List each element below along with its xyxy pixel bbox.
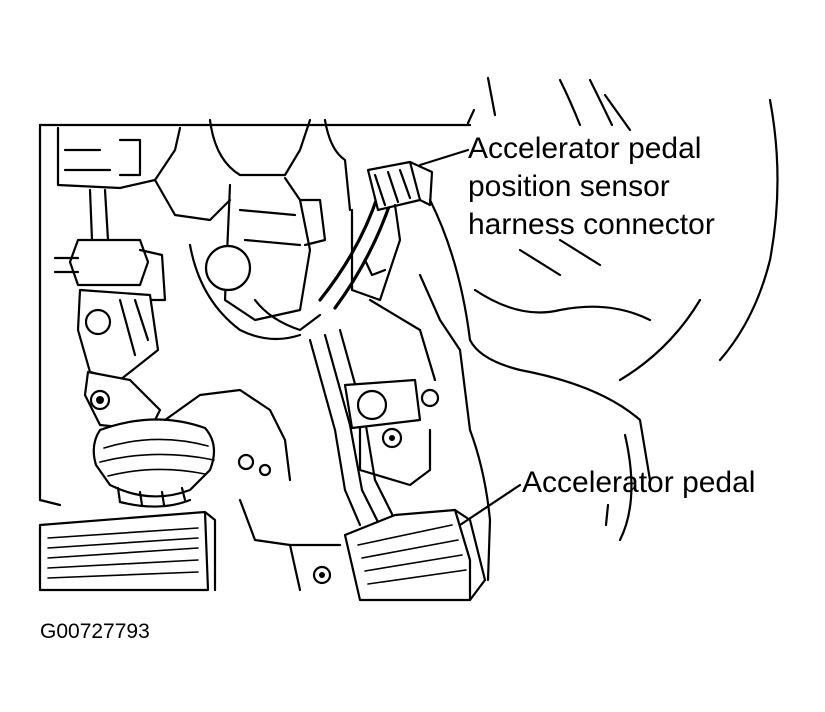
label-sensor-connector-line2: position sensor [468, 170, 670, 203]
steering-column-bracket [53, 126, 232, 432]
brake-pedal-pad [38, 510, 217, 592]
leader-sensor-connector [418, 148, 470, 167]
column-boot [92, 388, 292, 508]
accelerator-pedal-arm [308, 298, 440, 527]
console-panel [418, 76, 779, 582]
callout-leaders [418, 148, 522, 527]
label-accelerator-pedal: Accelerator pedal [522, 466, 755, 499]
figure-id: G00727793 [40, 620, 150, 643]
label-sensor-connector-line3: harness connector [468, 208, 715, 241]
floor-contour [38, 498, 342, 592]
leader-accelerator-pedal [458, 483, 522, 527]
accelerator-pedal-pad [343, 508, 487, 602]
label-sensor-connector-line1: Accelerator pedal [468, 132, 701, 165]
dashboard-outline [38, 108, 476, 502]
harness-and-bracket [188, 118, 434, 341]
